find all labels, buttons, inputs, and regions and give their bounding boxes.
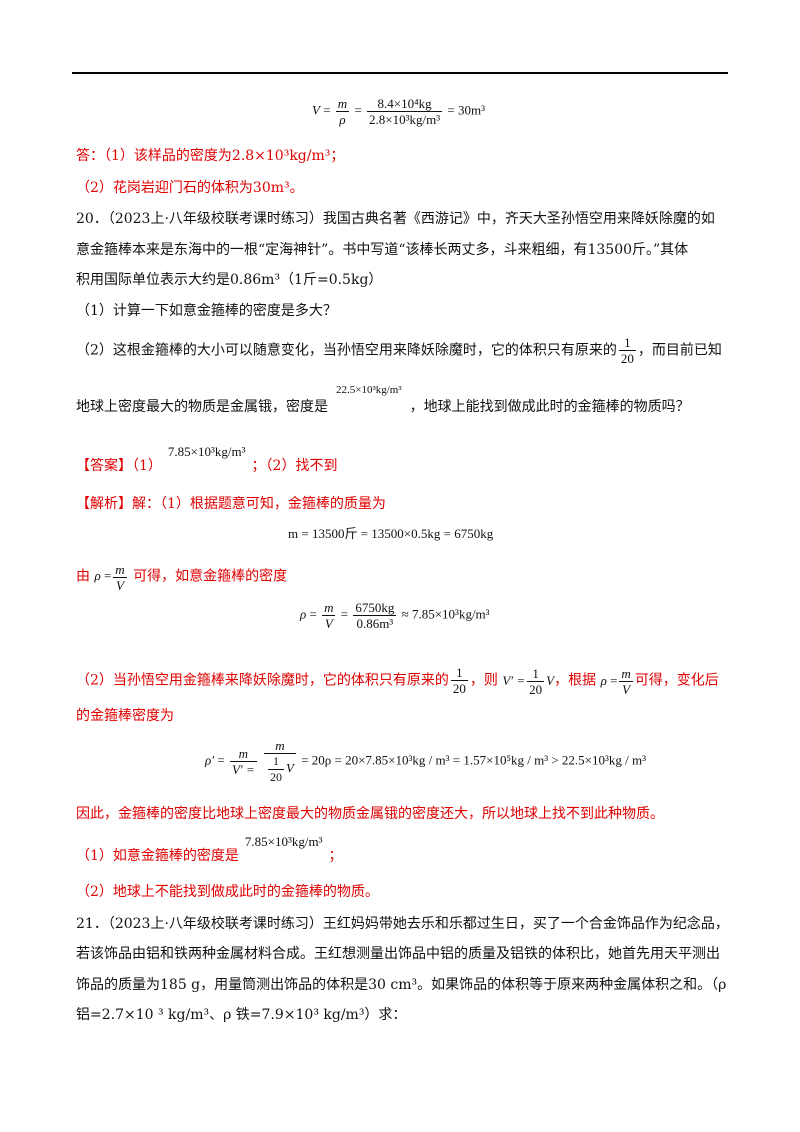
v-prime: V′ = [502,672,526,688]
fraction-denominator: 2.8×10³kg/m³ [369,112,441,127]
formula-result: ≈ 7.85×10³kg/m³ [401,606,490,622]
fraction-denominator: V [116,578,124,593]
fraction-denominator: 20 [620,351,634,366]
rho-symbol: ρ [600,672,607,688]
q20-part2-text: （2）这根金箍棒的大小可以随意变化，当孙悟空用来降妖除魔时，它的体积只有原来的 [76,342,617,359]
summary-text-end: ； [328,848,343,864]
analysis-text: （2）当孙悟空用金箍棒来降妖除魔时，它的体积只有原来的 [76,672,449,689]
analysis-text: ，根据 [554,672,597,689]
fraction-values: 8.4×10⁴kg 2.8×10³kg/m³ [367,96,443,127]
fraction-numerator: 1 [618,335,636,351]
analysis-text: 解：（1）根据题意可知，金箍棒的质量为 [132,496,386,512]
fraction-numerator: m [264,738,296,754]
v-symbol: V [546,672,555,688]
analysis-text: 可得，如意金箍棒的密度 [133,568,288,585]
q20-part2-text: 地球上密度最大的物质是金属锇，密度是 [76,399,328,415]
q21-line2: 若该饰品由铝和铁两种金属材料合成。王红想测量出饰品中铝的质量及铝铁的体积比，她首… [76,946,720,962]
q20-part2-line2: 地球上密度最大的物质是金属锇，密度是 22.5×10³kg/m³ ，地球上能找到做成… [76,384,690,418]
fraction-numerator: 8.4×10⁴kg [367,96,443,112]
analysis-text: 可得，变化后 [634,672,719,689]
fraction-denominator: V [324,616,333,631]
fraction-numerator: 6750kg [353,600,397,616]
fraction-m-over-rho: m ρ [335,96,350,127]
fraction-denominator: 20 [270,770,282,784]
fraction-numerator: m [619,666,633,683]
q20-line3: 积用国际单位表示大约是0.86m³（1斤=0.5kg） [76,272,383,288]
fraction-denominator: 0.86m³ [356,616,394,631]
header-rule [72,72,728,74]
summary-density-value: 7.85×10³kg/m³ [244,834,323,849]
fraction-denominator: ρ [339,112,346,127]
prev-answer-line1: 答：（1）该样品的密度为2.8×10³kg/m³； [76,148,345,164]
q21-line3: 饰品的质量为185 g，用量筒测出饰品的体积是30 cm³。如果饰品的体积等于原… [76,977,727,993]
summary-line1: （1）如意金箍棒的密度是 7.85×10³kg/m³ ； [76,834,343,866]
analysis-label: 【解析】 [76,496,132,512]
fraction-numerator: 1 [527,666,545,683]
fraction-numerator: m [229,746,257,762]
analysis-step1: 【解析】解：（1）根据题意可知，金箍棒的质量为 [76,494,386,514]
q20-part2-text-end: ，而目前已知 [637,342,722,359]
fraction-denominator: V [622,682,631,698]
answer-label: 【答案】（1） [76,458,162,474]
q20-part1: （1）计算一下如意金箍棒的密度是多大？ [76,303,337,319]
conclusion: 因此，金箍棒的密度比地球上密度最大的物质金属锇的密度还大，所以地球上找不到此种物… [76,806,664,822]
prev-answer-line2: （2）花岗岩迎门石的体积为30m³。 [76,180,304,196]
summary-line2: （2）地球上不能找到做成此时的金箍棒的物质。 [76,884,379,900]
fraction-numerator: 1 [268,754,284,770]
analysis-step3-cont: 的金箍棒密度为 [76,708,174,724]
q20-part2-question: ，地球上能找到做成此时的金箍棒的物质吗？ [409,399,690,415]
v-symbol: V [286,760,294,776]
answer-density-value: 7.85×10³kg/m³ [167,444,246,459]
formula-lhs: V [312,102,320,118]
analysis-text: ，则 [469,672,498,689]
fraction-numerator: m [335,96,350,112]
fraction-numerator: m [113,562,127,578]
fraction-denominator: V′ = [231,762,255,777]
volume-formula: V = m ρ = 8.4×10⁴kg 2.8×10³kg/m³ = 30m³ [312,96,485,127]
answer20: 【答案】（1） 7.85×10³kg/m³ ；（2）找不到 [76,444,338,476]
formula-lhs: ρ′ [205,752,215,768]
fraction-denominator: 20 [452,681,466,696]
answer-rest: ；（2）找不到 [251,458,338,474]
mass-formula: m = 13500斤 = 13500×0.5kg = 6750kg [288,526,494,541]
q21-line1: 21．（2023上·八年级校联考课时练习）王红妈妈带她去乐和乐都过生日，买了一个… [76,916,729,932]
formula-result: = 20ρ = 20×7.85×10³kg / m³ = 1.57×10⁵kg … [301,752,647,768]
fraction-numerator: 1 [450,665,468,681]
q20-line1: 20．（2023上·八年级校联考课时练习）我国古典名著《西游记》中，齐天大圣孙悟… [76,211,715,227]
osmium-density-value: 22.5×10³kg/m³ [336,384,402,396]
fraction-numerator: m [322,600,336,616]
formula-result: = 30m³ [447,102,485,118]
q21-line4: 铝=2.7×10 ³ kg/m³、ρ 铁=7.9×10³ kg/m³）求： [76,1007,407,1023]
rho-symbol: ρ [94,568,101,584]
summary-text: （1）如意金箍棒的密度是 [76,848,239,864]
fraction-denominator: 20 [529,682,543,698]
formula-lhs: ρ [300,606,307,622]
analysis-text: 由 [76,568,90,585]
q20-line2: 意金箍棒本来是东海中的一根“定海神针”。书中写道“该棒长两丈多，斗来粗细，有13… [76,242,689,258]
